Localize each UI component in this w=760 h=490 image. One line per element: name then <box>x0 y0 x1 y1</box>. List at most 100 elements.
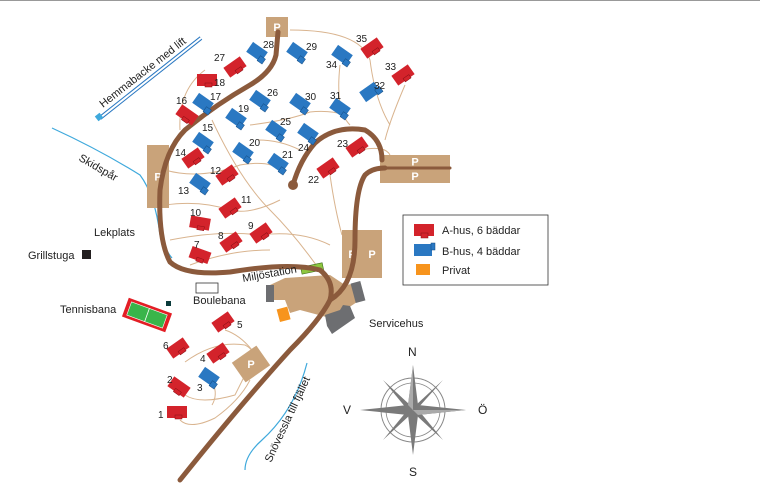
house-23[interactable]: 23 <box>337 136 369 158</box>
house-19[interactable]: 19 <box>225 104 250 131</box>
a-hus-icon <box>345 136 369 158</box>
house-24[interactable]: 24 <box>297 122 321 154</box>
house-29[interactable]: 29 <box>286 41 318 65</box>
servicehus-label: Servicehus <box>369 318 424 330</box>
b-hus-icon <box>225 107 247 131</box>
house-number: 17 <box>210 92 222 103</box>
house-2[interactable]: 2 <box>167 375 191 398</box>
house-number: 23 <box>337 139 349 150</box>
house-number: 21 <box>282 150 294 161</box>
house-11[interactable]: 11 <box>218 195 252 219</box>
house-number: 2 <box>167 375 173 386</box>
a-hus-icon <box>391 64 415 86</box>
a-hus-icon <box>175 104 199 126</box>
house-28[interactable]: 28 <box>246 40 275 65</box>
house-number: 27 <box>214 53 226 64</box>
house-9[interactable]: 9 <box>248 221 273 244</box>
house-33[interactable]: 33 <box>385 62 415 86</box>
house-5[interactable]: 5 <box>211 311 243 333</box>
snovessla-trail <box>244 362 308 471</box>
parking-area: P <box>231 345 271 383</box>
house-30[interactable]: 30 <box>289 92 317 116</box>
servicehus-building <box>325 305 355 334</box>
house-number: 13 <box>178 186 190 197</box>
house-10[interactable]: 10 <box>189 208 211 232</box>
b-hus-icon <box>331 44 353 68</box>
legend-a-hus-label: A-hus, 6 bäddar <box>442 225 521 237</box>
parking-label: P <box>411 171 418 183</box>
house-14[interactable]: 14 <box>175 147 205 169</box>
a-hus-icon <box>167 406 187 420</box>
b-hus-icon <box>359 81 384 103</box>
house-21[interactable]: 21 <box>267 150 294 176</box>
legend: A-hus, 6 bäddar B-hus, 4 bäddar Privat <box>402 214 549 286</box>
parking-label: P <box>368 249 375 261</box>
house-31[interactable]: 31 <box>329 91 353 121</box>
a-hus-icon <box>188 245 212 265</box>
service-area <box>266 262 366 334</box>
a-hus-icon <box>218 197 242 219</box>
house-number: 5 <box>237 320 243 331</box>
parking-area: P <box>362 230 382 278</box>
tennis-court <box>121 297 173 333</box>
house-number: 26 <box>267 88 279 99</box>
house-17[interactable]: 17 <box>192 92 222 116</box>
house-number: 30 <box>305 92 317 103</box>
house-number: 29 <box>306 42 318 53</box>
house-3[interactable]: 3 <box>197 366 221 394</box>
house-34[interactable]: 34 <box>326 44 354 71</box>
house-number: 9 <box>248 221 254 232</box>
house-6[interactable]: 6 <box>163 337 190 359</box>
house-13[interactable]: 13 <box>178 172 212 197</box>
house-12[interactable]: 12 <box>210 164 239 186</box>
house-16[interactable]: 16 <box>175 96 199 126</box>
compass-n: N <box>408 345 417 359</box>
house-32[interactable]: 32 <box>359 81 386 103</box>
house-number: 22 <box>308 175 320 186</box>
b-hus-icon <box>329 97 351 121</box>
b-hus-icon <box>265 119 287 143</box>
house-number: 19 <box>238 104 250 115</box>
house-number: 11 <box>241 195 252 206</box>
a-hus-icon <box>181 147 205 169</box>
hemmabacke-label: Hemmabacke med lift <box>97 35 188 110</box>
a-hus-icon <box>249 222 273 244</box>
house-35[interactable]: 35 <box>356 34 384 59</box>
house-27[interactable]: 27 <box>214 53 247 78</box>
tennisbana-label: Tennisbana <box>60 304 117 316</box>
house-22[interactable]: 22 <box>308 157 340 186</box>
house-number: 20 <box>249 138 261 149</box>
b-hus-icon <box>246 41 268 65</box>
parking-area: P <box>147 145 169 208</box>
house-number: 4 <box>200 354 206 365</box>
house-number: 3 <box>197 383 203 394</box>
private-building <box>276 306 291 323</box>
legend-b-hus-icon <box>414 242 436 256</box>
road-end <box>288 180 298 190</box>
a-hus-icon <box>166 337 190 359</box>
house-26[interactable]: 26 <box>249 88 279 113</box>
house-8[interactable]: 8 <box>218 231 243 253</box>
b-hus-icon <box>198 366 220 390</box>
house-18[interactable]: 18 <box>197 74 226 89</box>
house-15[interactable]: 15 <box>192 123 216 155</box>
legend-a-hus-icon <box>414 224 434 239</box>
house-4[interactable]: 4 <box>200 342 230 365</box>
house-25[interactable]: 25 <box>265 117 292 143</box>
house-number: 15 <box>202 123 214 134</box>
a-hus-icon <box>219 231 243 253</box>
a-hus-icon <box>215 164 239 186</box>
house-number: 12 <box>210 166 222 177</box>
house-number: 32 <box>374 81 386 92</box>
parking-label: P <box>273 22 280 34</box>
house-20[interactable]: 20 <box>232 138 261 165</box>
house-1[interactable]: 1 <box>158 406 187 421</box>
house-7[interactable]: 7 <box>188 240 212 265</box>
service-building <box>350 281 366 303</box>
house-number: 35 <box>356 34 368 45</box>
house-number: 18 <box>214 78 226 89</box>
legend-privat-label: Privat <box>442 265 470 277</box>
compass-o: Ö <box>478 403 487 417</box>
house-number: 34 <box>326 60 338 71</box>
